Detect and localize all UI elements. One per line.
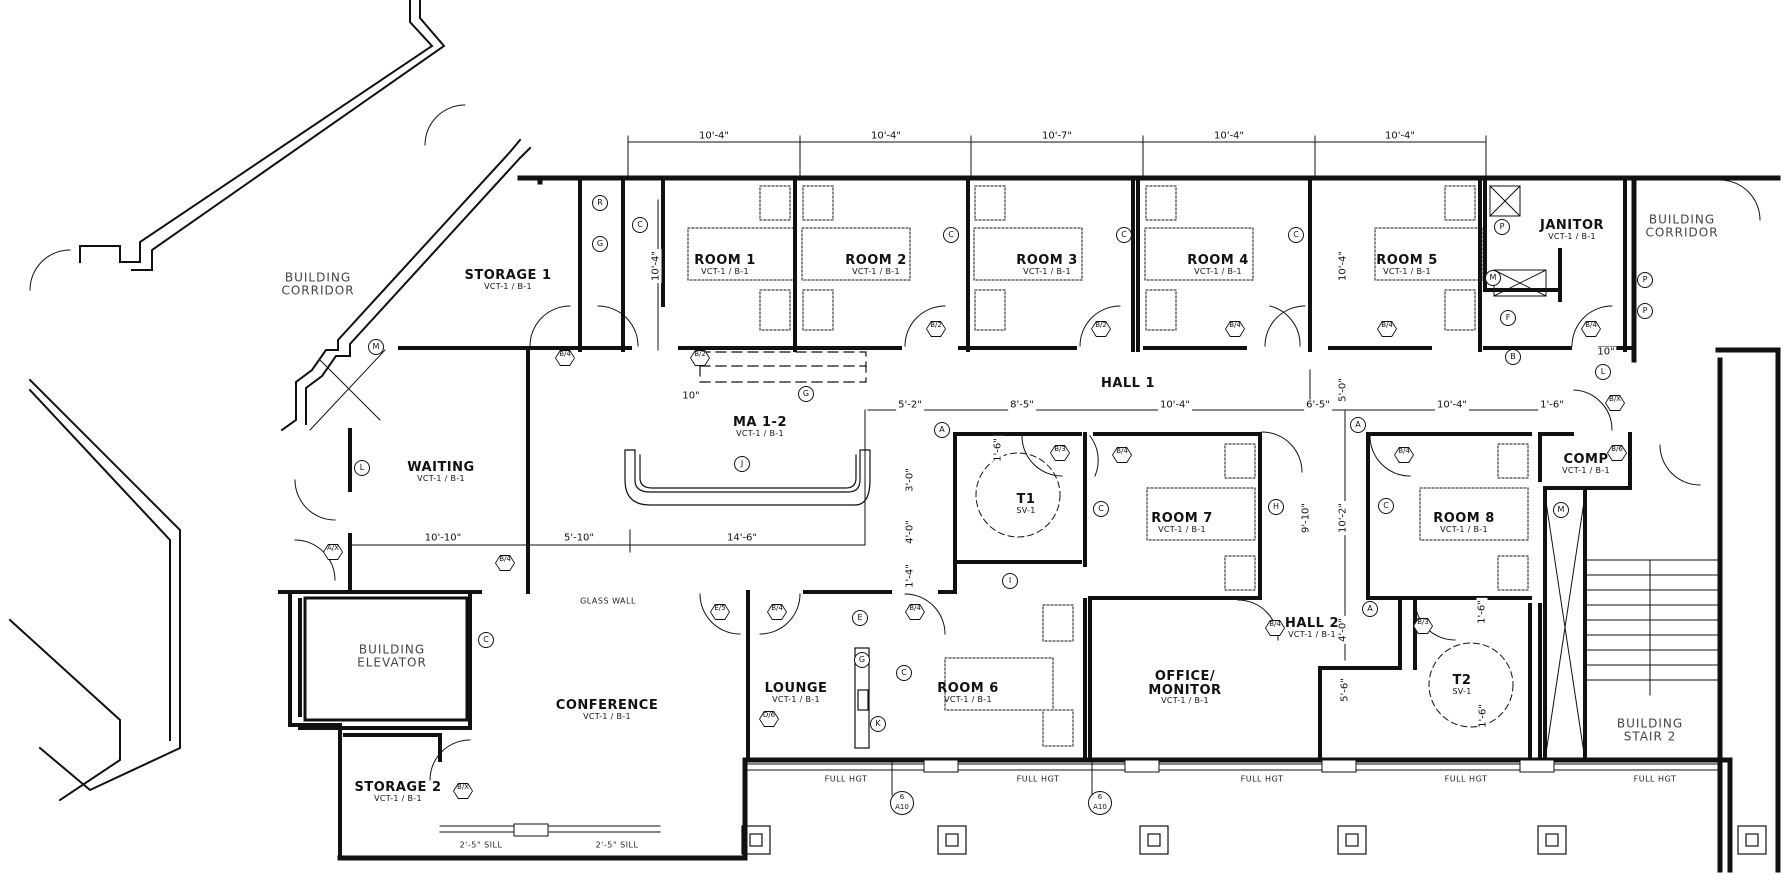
turning-circles: [975, 452, 1514, 728]
shaft-x: [309, 185, 1547, 431]
t1-walls: [953, 432, 1082, 592]
stair: [1544, 479, 1721, 761]
exam-furniture: [687, 185, 1529, 747]
casework: [624, 351, 871, 749]
elevator-shaft: [303, 596, 469, 722]
lower-walls: [278, 486, 1587, 860]
window-strip: [439, 759, 1721, 837]
section-lines: [891, 759, 1093, 796]
exterior-walls: [337, 175, 1781, 873]
corridor-walls: [8, 0, 532, 802]
waiting-walls: [348, 346, 532, 594]
columns: [741, 825, 1767, 855]
hall-row-walls: [953, 432, 1632, 600]
room-walls-top: [528, 178, 1632, 352]
